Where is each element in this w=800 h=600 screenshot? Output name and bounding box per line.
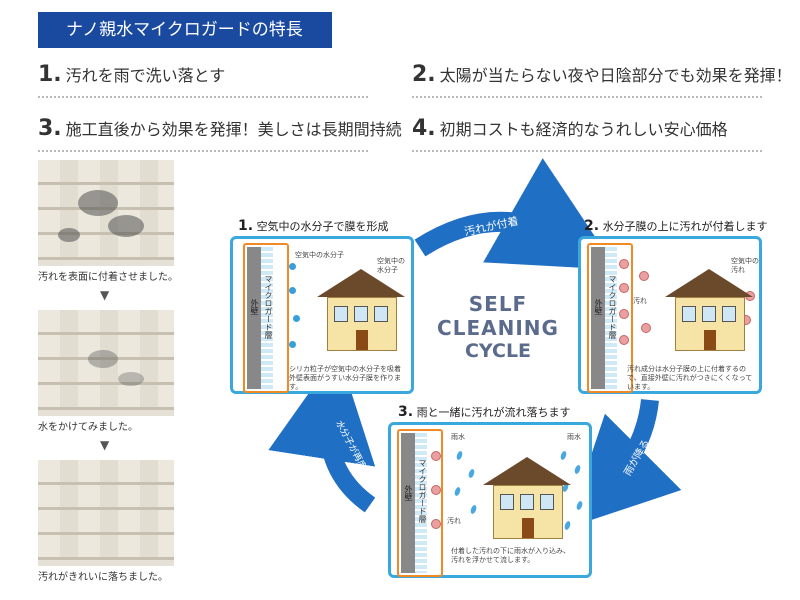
divider <box>412 96 762 98</box>
feature-text: 太陽が当たらない夜や日陰部分でも効果を発揮！ <box>439 66 792 85</box>
panel2-title-number: 2. <box>584 218 600 234</box>
arrow-top <box>414 158 618 270</box>
photo-wet-wall <box>38 310 174 416</box>
label-rain: 雨水 <box>567 433 581 441</box>
feature-text: 汚れを雨で洗い落とす <box>65 66 226 85</box>
page-title: ナノ親水マイクロガードの特長 <box>38 12 332 48</box>
coat-layer <box>415 433 427 573</box>
panel2-note: 汚れ成分は水分子膜の上に付着するので、直接外壁に汚れがつきにくくなっています。 <box>627 365 753 391</box>
panel3-note: 付着した汚れの下に雨水が入り込み、汚れを浮かせて流します。 <box>451 547 570 564</box>
coat-label: マイクロガード層 <box>418 459 427 523</box>
highlight-box <box>243 243 289 393</box>
wall-label: 外壁 <box>404 485 413 501</box>
panel-step-2: 外壁 マイクロガード層 汚れ 空気中の汚れ 汚れ成分は水分子膜の上に付着するので… <box>578 236 762 394</box>
panel3-title-text: 雨と一緒に汚れが流れ落ちます <box>416 406 571 419</box>
house-icon <box>483 457 571 539</box>
highlight-box <box>587 243 633 393</box>
arrow-left <box>268 351 376 513</box>
center-title-line2: CYCLE <box>464 340 532 362</box>
panel-step-3: 外壁 マイクロガード層 汚れ 雨水 雨水 付着した汚れの下に雨水が入り込み、汚れ… <box>388 422 592 578</box>
wall <box>591 247 605 389</box>
photo-caption-1: 汚れを表面に付着させました。 <box>38 272 178 283</box>
panel3-title: 3. 雨と一緒に汚れが流れ落ちます <box>398 404 571 420</box>
feature-3: 3.施工直後から効果を発揮！美しさは長期間持続 <box>38 116 402 141</box>
panel2-title-text: 水分子膜の上に汚れが付着します <box>602 220 768 233</box>
feature-2: 2.太陽が当たらない夜や日陰部分でも効果を発揮！ <box>412 62 792 87</box>
wall-label: 外壁 <box>250 299 259 315</box>
feature-4: 4.初期コストも経済的なうれしい安心価格 <box>412 116 728 141</box>
arrow-right <box>566 398 682 529</box>
photo-clean-wall <box>38 460 174 566</box>
photo-dirty-wall <box>38 160 174 266</box>
feature-number: 1. <box>38 62 62 87</box>
panel3-title-number: 3. <box>398 404 414 420</box>
panel1-note: シリカ粒子が空気中の水分子を吸着 外壁表面がうすい水分子膜を作ります。 <box>289 365 401 391</box>
wall <box>401 433 415 573</box>
coat-layer <box>605 247 617 389</box>
house-icon <box>317 269 405 351</box>
label-dirt: 汚れ <box>633 297 647 305</box>
house-icon <box>665 269 753 351</box>
wall-label: 外壁 <box>594 299 603 315</box>
panel-step-1: 外壁 マイクロガード層 空気中の水分子 空気中の水分子 シリカ粒子が空気中の水分… <box>230 236 414 394</box>
panel2-title: 2. 水分子膜の上に汚れが付着します <box>584 218 768 234</box>
self-cleaning-cycle-label: SELF CLEANING CYCLE <box>408 292 588 362</box>
feature-text: 初期コストも経済的なうれしい安心価格 <box>439 120 728 139</box>
label-dirt: 汚れ <box>447 517 461 525</box>
coat-layer <box>261 247 273 389</box>
feature-number: 3. <box>38 116 62 141</box>
photo-caption-2: 水をかけてみました。 <box>38 422 138 433</box>
panel1-title: 1. 空気中の水分子で膜を形成 <box>238 218 389 234</box>
down-arrow-icon: ▼ <box>100 288 110 302</box>
down-arrow-icon: ▼ <box>100 438 110 452</box>
feature-number: 4. <box>412 116 436 141</box>
feature-number: 2. <box>412 62 436 87</box>
center-title-line1: SELF CLEANING <box>437 292 559 340</box>
feature-1: 1.汚れを雨で洗い落とす <box>38 62 225 87</box>
highlight-box <box>397 429 443 577</box>
feature-text: 施工直後から効果を発揮！美しさは長期間持続 <box>65 120 402 139</box>
divider <box>412 150 762 152</box>
coat-label: マイクロガード層 <box>608 275 617 339</box>
panel1-title-number: 1. <box>238 218 254 234</box>
divider <box>38 96 368 98</box>
coat-label: マイクロガード層 <box>264 275 273 339</box>
wall <box>247 247 261 389</box>
photo-caption-3: 汚れがきれいに落ちました。 <box>38 572 168 583</box>
panel1-title-text: 空気中の水分子で膜を形成 <box>256 220 389 233</box>
divider <box>38 150 368 152</box>
label-water-molecule: 空気中の水分子 <box>295 251 344 259</box>
label-rain: 雨水 <box>451 433 465 441</box>
